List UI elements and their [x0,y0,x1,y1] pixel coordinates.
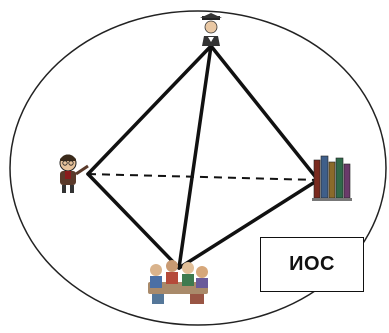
ios-label: ИОС [289,253,335,275]
edge-graduate-books [209,44,320,182]
edge-graduate-teacher [86,44,213,176]
edge-graduate-students [177,44,213,270]
teacher-icon [59,154,89,193]
edge-teacher-books-dashed [87,173,319,181]
graduate-icon [200,13,222,46]
edge-teacher-students [86,172,181,270]
students-group-icon [148,260,208,304]
books-icon [312,155,352,201]
environment-ellipse [9,10,387,326]
ios-label-box: ИОС [260,237,364,292]
edge-books-students [177,178,320,270]
